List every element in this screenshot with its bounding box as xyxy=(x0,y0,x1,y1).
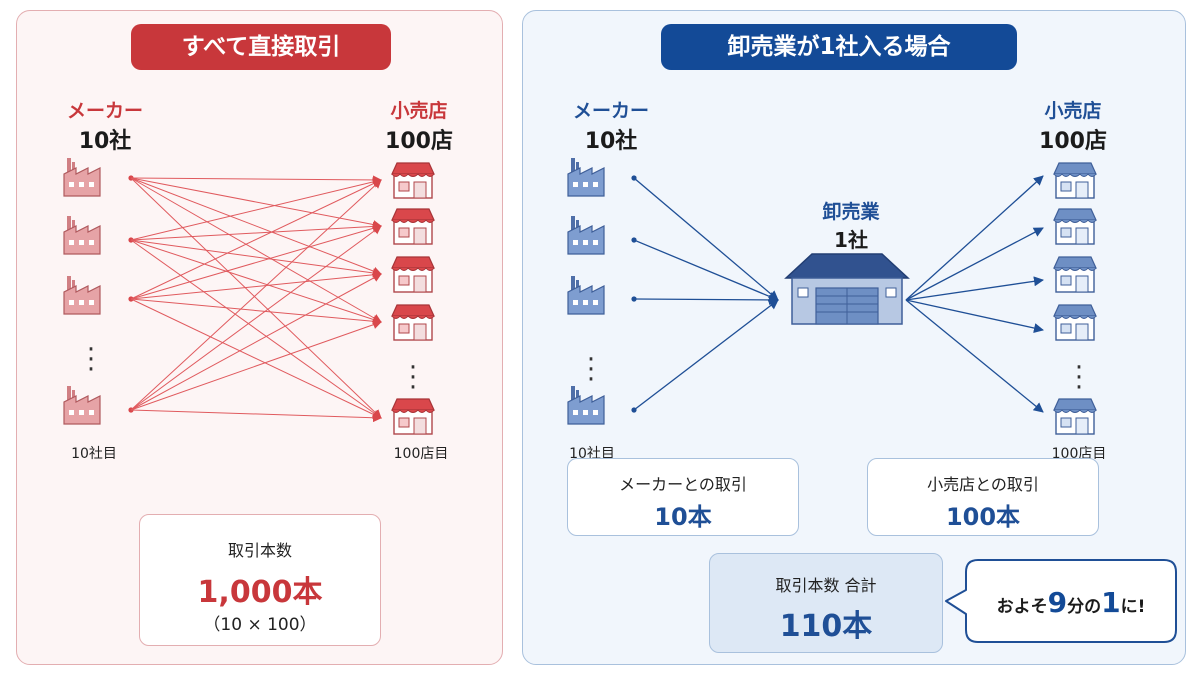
total-deals-value: 110本 xyxy=(779,609,873,644)
factory-icon xyxy=(63,275,101,315)
store-icon xyxy=(391,304,435,341)
retail-count: 100店 xyxy=(1039,129,1107,154)
direct-total-value: 1,000本 xyxy=(197,575,323,610)
store-icon xyxy=(1053,208,1097,245)
wholesaler-to-store-line xyxy=(905,299,1044,413)
maker-ellipsis: ··· xyxy=(586,345,596,395)
store-icon xyxy=(1053,162,1097,199)
maker-deals-label: メーカーとの取引 xyxy=(619,475,747,494)
direct-deal-line xyxy=(130,175,382,185)
direct-deal-line xyxy=(130,225,382,411)
direct-deal-line xyxy=(130,270,382,300)
wholesaler-to-store-line xyxy=(905,299,1044,333)
maker-to-wholesaler-line xyxy=(633,239,779,302)
factory-icon xyxy=(567,157,605,197)
direct-deal-line xyxy=(130,298,382,419)
direct-deal-line xyxy=(130,320,382,411)
direct-deal-line xyxy=(130,179,382,300)
retail-label: 小売店 xyxy=(390,100,448,122)
maker-label: メーカー xyxy=(572,100,649,122)
retail-deals-value: 100本 xyxy=(945,503,1021,531)
wholesaler-to-store-line xyxy=(905,175,1044,301)
callout-number-9: 9 xyxy=(1047,586,1068,619)
factory-icon xyxy=(63,157,101,197)
direct-deal-line xyxy=(130,239,382,419)
store-icon xyxy=(391,256,435,293)
retail-deals-box: 小売店との取引 100本 xyxy=(867,458,1099,536)
wholesaler-to-store-line xyxy=(905,227,1044,301)
factory-icon xyxy=(567,215,605,255)
maker-last-label: 10社目 xyxy=(71,446,117,462)
total-deals-label: 取引本数 合計 xyxy=(775,576,877,595)
callout-suffix: に! xyxy=(1120,597,1146,617)
maker-to-wholesaler-line xyxy=(633,299,779,411)
store-icon xyxy=(391,162,435,199)
direct-total-box: 取引本数 1,000本 （10 × 100） xyxy=(139,514,381,646)
store-icon xyxy=(1053,304,1097,341)
direct-deal-line xyxy=(130,239,382,324)
direct-deal-line xyxy=(130,223,382,300)
direct-deal-line xyxy=(130,239,382,278)
factory-icon xyxy=(63,385,101,425)
wholesale-label: 卸売業 xyxy=(822,201,880,223)
maker-count: 10社 xyxy=(584,129,638,154)
callout-prefix: およそ xyxy=(996,597,1048,617)
retail-ellipsis: ··· xyxy=(1074,353,1084,403)
callout-mid: 分の xyxy=(1067,597,1102,617)
factory-icon xyxy=(567,275,605,315)
direct-deal-line xyxy=(130,273,382,411)
retail-count: 100店 xyxy=(385,129,453,154)
direct-deal-line xyxy=(130,177,382,419)
retail-deals-label: 小売店との取引 xyxy=(927,475,1039,494)
retail-ellipsis: ··· xyxy=(408,353,418,403)
maker-to-wholesaler-line xyxy=(633,177,779,301)
store-icon xyxy=(391,398,435,435)
factory-icon xyxy=(567,385,605,425)
maker-to-wholesaler-line xyxy=(633,294,779,305)
direct-deal-line xyxy=(130,177,382,276)
wholesaler-to-store-line xyxy=(905,276,1044,301)
maker-label: メーカー xyxy=(66,100,143,122)
store-icon xyxy=(391,208,435,245)
store-icon xyxy=(1053,256,1097,293)
direct-deal-line xyxy=(130,298,382,326)
maker-deals-value: 10本 xyxy=(654,503,712,531)
warehouse-icon xyxy=(785,253,909,325)
maker-count: 10社 xyxy=(78,129,132,154)
direct-deal-line xyxy=(130,177,382,229)
direct-deal-line xyxy=(130,409,382,423)
direct-deal-line xyxy=(130,177,382,323)
callout-number-1: 1 xyxy=(1101,586,1121,619)
factory-icon xyxy=(63,215,101,255)
maker-deals-box: メーカーとの取引 10本 xyxy=(567,458,799,536)
direct-trade-title: すべて直接取引 xyxy=(131,24,391,70)
direct-deal-line xyxy=(130,177,382,241)
reduction-callout: およそ9分の1に! xyxy=(968,586,1174,619)
store-icon xyxy=(1053,398,1097,435)
direct-total-label: 取引本数 xyxy=(227,541,292,560)
retail-label: 小売店 xyxy=(1044,100,1102,122)
total-deals-box: 取引本数 合計 110本 xyxy=(709,553,943,653)
retail-last-label: 100店目 xyxy=(393,446,449,462)
wholesale-count: 1社 xyxy=(834,228,868,252)
direct-total-formula: （10 × 100） xyxy=(203,615,317,635)
maker-ellipsis: ··· xyxy=(86,335,96,385)
direct-deal-line xyxy=(130,221,382,241)
wholesale-title: 卸売業が1社入る場合 xyxy=(661,24,1017,70)
direct-deal-line xyxy=(130,179,382,411)
